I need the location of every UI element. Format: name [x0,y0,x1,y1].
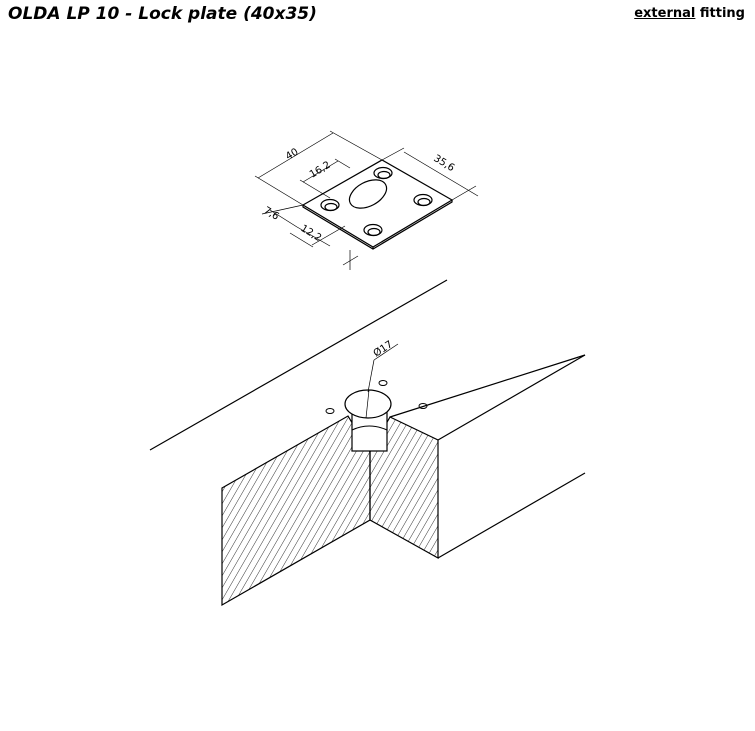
dim-edge-offset: 7,6 [261,205,280,223]
wood-block [149,279,586,607]
dim-slot-offset: 16,2 [308,160,333,181]
fitting-type-rest: fitting [699,6,745,21]
dim-bore-diameter: Ø17 [371,338,395,359]
dim-length: 40 [284,147,301,163]
fitting-type-emphasis: external [634,6,696,21]
plate-dimension-lines [254,130,479,270]
fitting-type-label: external fitting [634,6,745,21]
page-title: OLDA LP 10 - Lock plate (40x35) [8,4,317,24]
bore-dimension-leader [365,343,399,419]
